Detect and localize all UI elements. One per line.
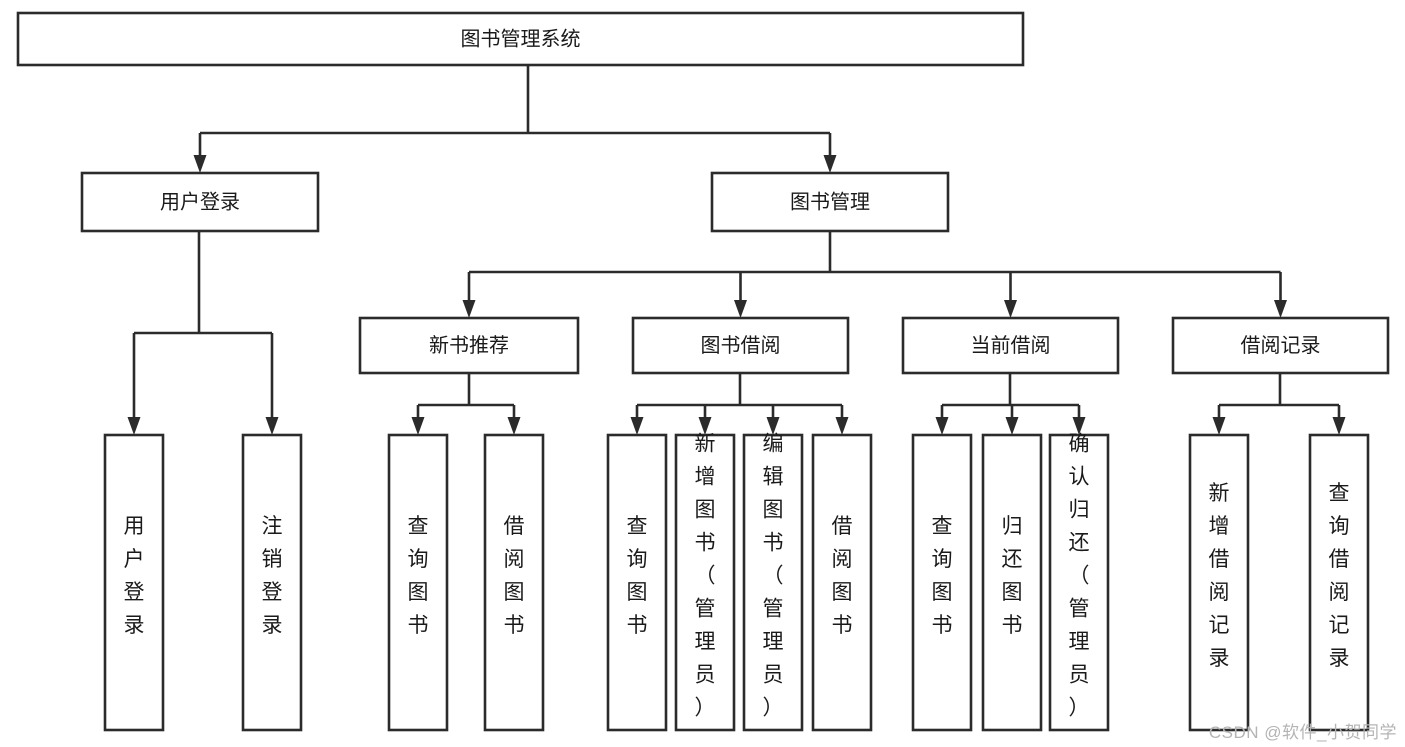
node-l3-new-borrow[interactable]: 借阅图书 — [483, 433, 545, 732]
node-label: 注销登录 — [262, 515, 283, 637]
node-label: 查询图书 — [932, 515, 953, 637]
arrow-head-icon — [462, 300, 476, 318]
node-box[interactable] — [80, 171, 320, 233]
node-box[interactable] — [1171, 316, 1390, 375]
node-box[interactable] — [241, 433, 303, 732]
node-layer: 图书管理系统用户登录图书管理新书推荐图书借阅当前借阅借阅记录用户登录注销登录查询… — [16, 11, 1390, 732]
node-box[interactable] — [1048, 433, 1110, 732]
arrow-head-icon — [1212, 417, 1226, 435]
node-box[interactable] — [901, 316, 1120, 375]
node-label: 编辑图书（管理员） — [763, 433, 784, 720]
node-label: 新增借阅记录 — [1209, 482, 1230, 670]
node-label: 查询图书 — [408, 515, 429, 637]
node-l3-c-return[interactable]: 归还图书 — [981, 433, 1043, 732]
arrow-head-icon — [1004, 300, 1017, 318]
node-l2-new[interactable]: 新书推荐 — [358, 316, 580, 375]
node-l3-r-add[interactable]: 新增借阅记录 — [1188, 433, 1250, 732]
node-l3-r-query[interactable]: 查询借阅记录 — [1308, 433, 1370, 732]
node-box[interactable] — [742, 433, 804, 732]
connector-group-l2-current — [935, 373, 1086, 435]
node-l3-b-lend[interactable]: 借阅图书 — [811, 433, 873, 732]
node-label: 新书推荐 — [429, 334, 509, 357]
node-l2-record[interactable]: 借阅记录 — [1171, 316, 1390, 375]
node-box[interactable] — [674, 433, 736, 732]
node-label: 查询借阅记录 — [1329, 482, 1350, 670]
connector-group-l1-user — [127, 231, 279, 435]
node-l3-b-query[interactable]: 查询图书 — [606, 433, 668, 732]
node-label: 新增图书（管理员） — [695, 433, 716, 720]
node-label: 借阅图书 — [504, 515, 525, 637]
node-l3-c-confirm[interactable]: 确认归还（管理员） — [1048, 433, 1110, 732]
node-box[interactable] — [483, 433, 545, 732]
node-l3-b-add[interactable]: 新增图书（管理员） — [674, 433, 736, 732]
node-box[interactable] — [387, 433, 449, 732]
arrow-head-icon — [1005, 417, 1019, 435]
node-l1-book[interactable]: 图书管理 — [710, 171, 950, 233]
node-l3-new-query[interactable]: 查询图书 — [387, 433, 449, 732]
node-box[interactable] — [103, 433, 165, 732]
arrow-head-icon — [935, 417, 949, 435]
node-box[interactable] — [16, 11, 1025, 67]
node-box[interactable] — [631, 316, 850, 375]
node-label: 图书管理系统 — [461, 27, 581, 50]
connector-group-l1-book — [462, 231, 1287, 318]
arrow-head-icon — [630, 417, 644, 435]
node-l3-c-query[interactable]: 查询图书 — [911, 433, 973, 732]
node-box[interactable] — [981, 433, 1043, 732]
node-label: 确认归还（管理员） — [1069, 433, 1090, 720]
node-label: 图书管理 — [790, 190, 870, 213]
node-l1-user[interactable]: 用户登录 — [80, 171, 320, 233]
node-l3-user-login[interactable]: 用户登录 — [103, 433, 165, 732]
node-box[interactable] — [710, 171, 950, 233]
node-box[interactable] — [606, 433, 668, 732]
connector-group-root — [193, 65, 837, 173]
arrow-head-icon — [265, 417, 279, 435]
arrow-head-icon — [835, 417, 849, 435]
arrow-head-icon — [766, 417, 780, 435]
connector-group-l2-new — [411, 373, 521, 435]
node-root[interactable]: 图书管理系统 — [16, 11, 1025, 67]
node-label: 查询图书 — [627, 515, 648, 637]
node-label: 借阅图书 — [832, 515, 853, 637]
node-l3-b-edit[interactable]: 编辑图书（管理员） — [742, 433, 804, 732]
arrow-head-icon — [698, 417, 712, 435]
arrow-head-icon — [193, 155, 207, 173]
connector-group-l2-record — [1212, 373, 1346, 435]
node-label: 图书借阅 — [701, 334, 781, 357]
node-label: 用户登录 — [160, 190, 240, 213]
arrow-head-icon — [1332, 417, 1346, 435]
node-box[interactable] — [811, 433, 873, 732]
connector-layer — [127, 65, 1346, 435]
node-label: 当前借阅 — [971, 334, 1051, 357]
node-l2-current[interactable]: 当前借阅 — [901, 316, 1120, 375]
arrow-head-icon — [1072, 417, 1086, 435]
node-box[interactable] — [1188, 433, 1250, 732]
node-box[interactable] — [911, 433, 973, 732]
arrow-head-icon — [823, 155, 837, 173]
node-label: 归还图书 — [1002, 515, 1023, 637]
node-label: 用户登录 — [124, 515, 145, 637]
arrow-head-icon — [411, 417, 425, 435]
arrow-head-icon — [1274, 300, 1287, 318]
connector-group-l2-borrow — [630, 373, 849, 435]
node-l2-borrow[interactable]: 图书借阅 — [631, 316, 850, 375]
node-box[interactable] — [358, 316, 580, 375]
node-label: 借阅记录 — [1241, 334, 1321, 357]
arrow-head-icon — [127, 417, 141, 435]
arrow-head-icon — [734, 300, 747, 318]
arrow-head-icon — [507, 417, 521, 435]
node-l3-user-logout[interactable]: 注销登录 — [241, 433, 303, 732]
node-box[interactable] — [1308, 433, 1370, 732]
